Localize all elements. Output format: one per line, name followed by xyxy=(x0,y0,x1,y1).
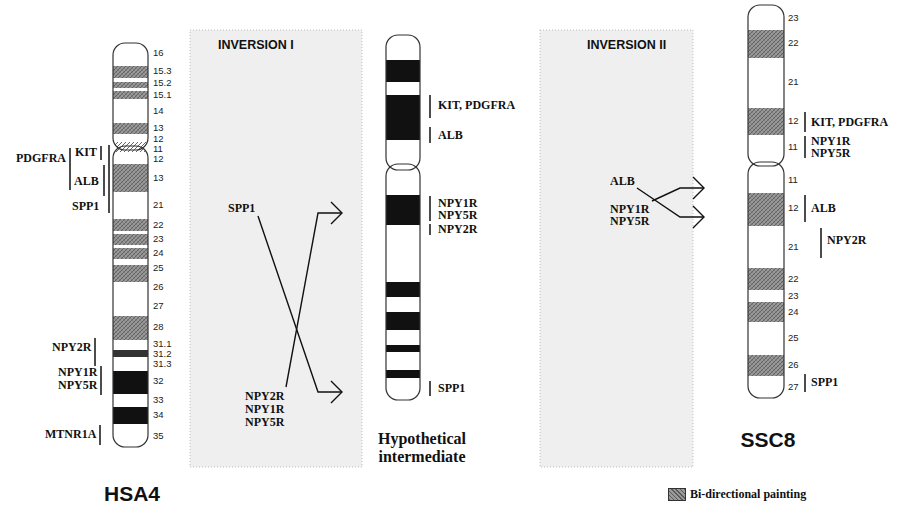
gene-label: SPP1 xyxy=(811,376,838,388)
gene-label: SPP1 xyxy=(438,382,465,394)
band-number: 12 xyxy=(788,203,799,213)
gene-label: NPY5R xyxy=(811,147,850,159)
band-number: 28 xyxy=(153,322,164,332)
band-number: 33 xyxy=(153,395,164,405)
band-number: 24 xyxy=(153,248,164,258)
gene-label: MTNR1A xyxy=(45,428,96,440)
chromosome-name: SSC8 xyxy=(730,428,806,452)
band-number: 15.3 xyxy=(153,66,172,76)
band-number: 15.2 xyxy=(153,78,172,88)
gene-label: KIT, PDGFRA xyxy=(811,116,888,128)
band-number: 27 xyxy=(788,382,799,392)
band-number: 23 xyxy=(788,13,799,23)
gene-label: ALB xyxy=(610,175,635,187)
gene-label: NPY2R xyxy=(245,390,284,402)
band-number: 12 xyxy=(788,116,799,126)
gene-label: ALB xyxy=(438,129,463,141)
gene-label: NPY1R xyxy=(438,197,477,209)
inversion-panel: INVERSION I SPP1NPY2RNPY1RNPY5R xyxy=(190,30,362,467)
gene-label: NPY5R xyxy=(610,215,649,227)
band-number: 22 xyxy=(788,38,799,48)
gene-label: SPP1 xyxy=(228,202,255,214)
gene-label: NPY5R xyxy=(245,416,284,428)
band-number: 23 xyxy=(788,291,799,301)
band-number: 12 xyxy=(153,134,164,144)
band-number: 27 xyxy=(153,301,164,311)
band-number: 31.3 xyxy=(153,359,172,369)
band-number: 31.2 xyxy=(153,349,172,359)
band-number: 34 xyxy=(153,410,164,420)
gene-label: ALB xyxy=(811,202,836,214)
band-number: 25 xyxy=(788,333,799,343)
band-number: 25 xyxy=(153,263,164,273)
gene-label: NPY2R xyxy=(52,341,91,353)
band-number: 21 xyxy=(788,242,799,252)
gene-label: KIT, PDGFRA xyxy=(438,99,515,111)
band-number: 14 xyxy=(153,106,164,116)
gene-label: NPY5R xyxy=(58,379,97,391)
panel-heading: INVERSION I xyxy=(218,38,294,52)
band-number: 22 xyxy=(788,274,799,284)
gene-label: NPY2R xyxy=(438,223,477,235)
gene-label: SPP1 xyxy=(72,200,99,212)
gene-label: NPY1R xyxy=(811,135,850,147)
band-number: 11 xyxy=(788,142,798,152)
band-number: 24 xyxy=(788,307,799,317)
band-number: 31.1 xyxy=(153,339,172,349)
gene-label: NPY1R xyxy=(610,203,649,215)
chromosome-name: HSA4 xyxy=(95,482,169,506)
gene-label: NPY1R xyxy=(245,403,284,415)
gene-label: KIT xyxy=(75,146,97,158)
legend-text: Bi-directional painting xyxy=(690,487,806,501)
band-number: 26 xyxy=(153,282,164,292)
band-number: 11 xyxy=(153,144,163,154)
band-number: 16 xyxy=(153,48,164,58)
legend-swatch xyxy=(668,488,686,501)
chromosome-name: Hypothetical intermediate xyxy=(366,430,478,466)
band-number: 32 xyxy=(153,376,164,386)
band-number: 11 xyxy=(788,175,798,185)
gene-label: ALB xyxy=(74,175,99,187)
gene-label: NPY5R xyxy=(438,209,477,221)
gene-label: NPY1R xyxy=(58,366,97,378)
band-number: 35 xyxy=(153,431,164,441)
band-number: 13 xyxy=(153,173,164,183)
gene-label: NPY2R xyxy=(827,234,866,246)
band-number: 21 xyxy=(153,200,164,210)
band-number: 21 xyxy=(788,77,799,87)
gene-label: PDGFRA xyxy=(16,152,66,164)
band-number: 23 xyxy=(153,234,164,244)
band-number: 26 xyxy=(788,360,799,370)
band-number: 15.1 xyxy=(153,90,172,100)
panel-heading: INVERSION II xyxy=(587,38,666,52)
band-number: 13 xyxy=(153,123,164,133)
inversion-panel: INVERSION II ALB NPY1RNPY5R xyxy=(540,30,693,467)
band-number: 22 xyxy=(153,220,164,230)
band-number: 12 xyxy=(153,154,164,164)
